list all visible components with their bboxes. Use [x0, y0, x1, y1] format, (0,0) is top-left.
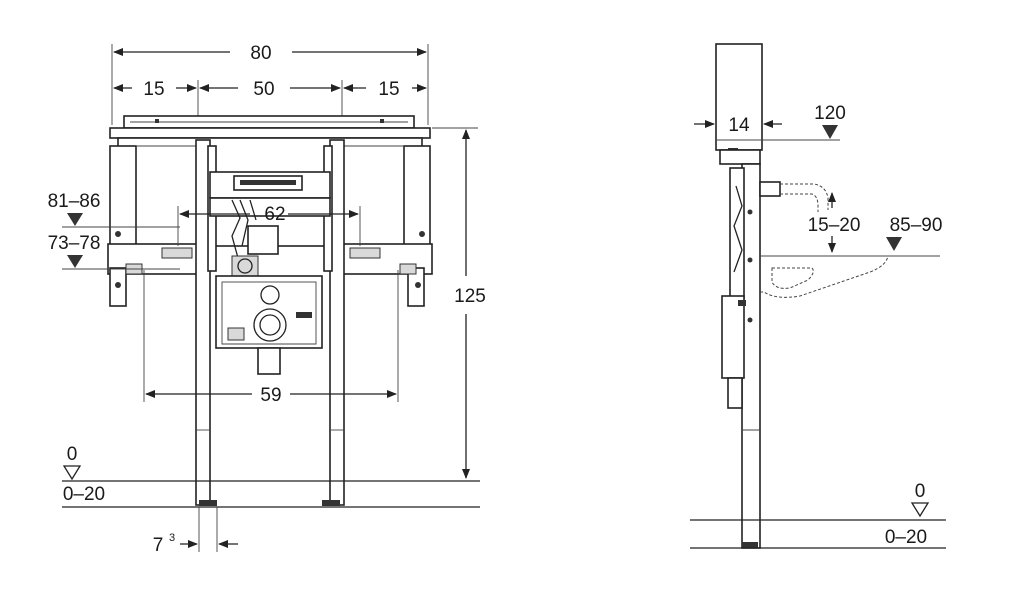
side-floor-zero-label: 0: [915, 481, 926, 502]
dim-bracket-spacing: 62: [177, 204, 361, 246]
side-floor-levels: 0 0–20: [690, 481, 946, 549]
top-rail: [109, 115, 431, 139]
side-floor-range-label: 0–20: [885, 527, 927, 548]
side-view: 14 120: [690, 43, 946, 549]
dim-height-levels: 81–86 73–78: [48, 191, 180, 270]
basin-outline: [760, 255, 889, 298]
dim-label-62: 62: [264, 204, 285, 225]
dim-label-15-20: 15–20: [808, 215, 861, 236]
level-marker-top: [822, 125, 838, 139]
dim-leg-width: 7 3: [153, 507, 238, 556]
dim-label-120: 120: [814, 103, 846, 124]
side-brackets: [107, 231, 433, 307]
dim-label-81-86: 81–86: [48, 191, 101, 212]
level-marker-lower: [67, 255, 83, 268]
dim-label-7-sup: 3: [169, 532, 175, 544]
floor-zero-label: 0: [67, 444, 78, 465]
faucet-outline: [759, 181, 829, 212]
level-marker-upper: [67, 213, 83, 226]
dim-label-15-left: 15: [143, 79, 164, 100]
floor-zero-marker: [62, 465, 82, 481]
level-marker-basin: [886, 237, 902, 251]
dim-label-80: 80: [250, 43, 271, 64]
dim-label-73-78: 73–78: [48, 233, 101, 254]
dim-segment-widths: 15 50 15: [113, 79, 427, 140]
dim-label-85-90: 85–90: [890, 215, 943, 236]
dim-basin-level: 85–90: [760, 215, 943, 257]
dim-label-50: 50: [253, 79, 274, 100]
side-floor-zero-marker: [910, 502, 930, 518]
dim-total-height: 125: [432, 127, 486, 479]
dim-label-14: 14: [728, 115, 750, 136]
dim-label-59: 59: [260, 385, 281, 406]
supply-box: [215, 275, 323, 375]
dim-spout-offset: 15–20: [808, 192, 861, 253]
floor-range-label: 0–20: [63, 484, 105, 505]
floor-levels: 0 0–20: [62, 444, 480, 508]
side-top-column: [715, 43, 763, 165]
side-frame: [721, 163, 761, 549]
dim-label-15-right: 15: [378, 79, 399, 100]
dim-label-7: 7: [153, 535, 164, 556]
front-view: 80 15 50 15: [48, 43, 486, 556]
dim-label-125: 125: [454, 286, 486, 307]
dim-lower-spacing: 59: [143, 270, 399, 406]
flush-unit: [209, 171, 331, 277]
dim-depth: 14: [694, 115, 782, 136]
dim-top-level: 120: [762, 103, 846, 141]
dim-overall-width: 80: [111, 43, 429, 125]
